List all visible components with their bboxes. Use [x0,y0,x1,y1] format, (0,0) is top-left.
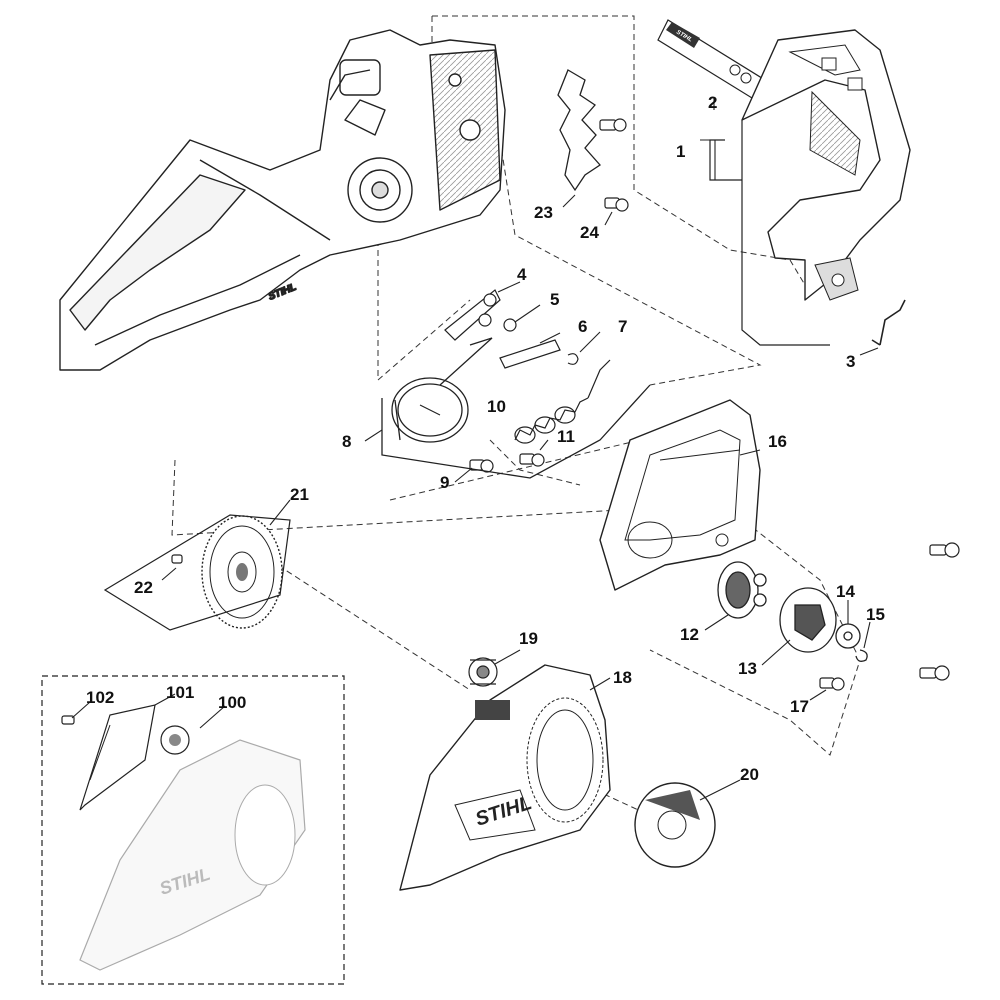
callout-102: 102 [86,688,114,707]
hand-guard [741,29,911,301]
callout-12: 12 [680,625,699,644]
leader-lines [71,98,879,801]
callout-20: 20 [740,765,759,784]
callout-13: 13 [738,659,757,678]
callout-3: 3 [846,352,855,371]
callout-23: 23 [534,203,553,222]
callout-18: 18 [613,668,632,687]
screw-parts [61,118,960,725]
brake-linkage-parts [444,289,579,369]
side-plate [599,399,761,591]
callout-15: 15 [866,605,885,624]
brake-band [381,337,651,479]
callout-9: 9 [440,473,449,492]
catcher-plate [634,782,716,868]
clutch-drum-parts [717,561,868,662]
callout-numbers: 1 2 3 4 5 6 7 8 9 10 11 12 13 14 15 16 1… [86,93,885,784]
callout-8: 8 [342,432,351,451]
torsion-spring-part [871,299,906,346]
callout-24: 24 [580,223,599,242]
callout-10: 10 [487,397,506,416]
callout-14: 14 [836,582,855,601]
optional-parts-inset: STIHL [41,675,345,985]
callout-11: 11 [557,427,575,446]
callout-1: 1 [676,142,685,161]
engine-housing: STIHL [59,29,506,371]
callout-6: 6 [578,317,587,336]
callout-100: 100 [218,693,246,712]
callout-16: 16 [768,432,787,451]
sprocket-wheel [201,515,283,629]
bar-nut-knob [468,657,498,687]
callout-22: 22 [134,578,153,597]
callout-5: 5 [550,290,559,309]
sprocket-frame [103,514,291,631]
callout-4: 4 [517,265,527,284]
callout-19: 19 [519,629,538,648]
callout-7: 7 [618,317,627,336]
callout-21: 21 [290,485,309,504]
sprocket-cover: STIHL [399,664,611,891]
warning-label: STIHL [657,19,766,99]
tension-spring [514,359,611,444]
callout-17: 17 [790,697,809,716]
callout-101: 101 [166,683,194,702]
callout-2: 2 [708,93,717,112]
chain-catcher [557,69,601,192]
